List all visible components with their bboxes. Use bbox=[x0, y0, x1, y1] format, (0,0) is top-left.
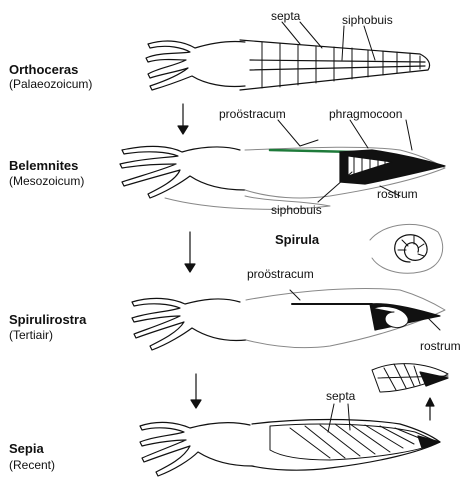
stage-name-orthoceras: Orthoceras bbox=[9, 62, 78, 77]
spirula-shell bbox=[395, 235, 427, 262]
orthoceras-septa bbox=[262, 42, 420, 88]
label-spirula: Spirula bbox=[275, 233, 319, 246]
sepia-tentacles bbox=[140, 422, 252, 476]
sepia-cuttlebone bbox=[270, 424, 438, 460]
label-septa-sepia: septa bbox=[326, 390, 355, 403]
sepia-septa bbox=[290, 424, 424, 458]
label-rostrum-belemnites: rostrum bbox=[377, 188, 418, 201]
orthoceras-shell bbox=[240, 40, 430, 90]
label-proostracum-1: proöstracum bbox=[219, 108, 286, 121]
stage-name-sepia: Sepia bbox=[9, 441, 44, 456]
belemnites-tentacles bbox=[120, 146, 245, 198]
stage-name-spirulirostra: Spirulirostra bbox=[9, 312, 86, 327]
spirulirostra-tentacles bbox=[132, 298, 246, 350]
spirulirostra-drawing bbox=[132, 288, 445, 350]
orthoceras-tentacles bbox=[146, 41, 245, 90]
stage-era-spirulirostra: (Tertiair) bbox=[9, 328, 53, 342]
stage-era-sepia: (Recent) bbox=[9, 458, 55, 472]
stage-era-orthoceras: (Palaeozoicum) bbox=[9, 77, 92, 91]
label-siphobuis-top: siphobuis bbox=[342, 14, 393, 27]
orthoceras-siphuncle bbox=[250, 60, 425, 70]
sepia-drawing bbox=[140, 420, 440, 477]
stage-era-belemnites: (Mesozoicum) bbox=[9, 174, 84, 188]
arrow-down-3 bbox=[191, 374, 201, 408]
arrow-down-1 bbox=[178, 104, 188, 134]
spirula-drawing bbox=[370, 224, 443, 273]
arrow-down-2 bbox=[185, 232, 195, 272]
label-proostracum-2: proöstracum bbox=[247, 268, 314, 281]
sepia-rostrum-inset bbox=[372, 364, 448, 392]
label-septa-top: septa bbox=[271, 10, 300, 23]
label-rostrum-spirulirostra: rostrum bbox=[420, 340, 461, 353]
stage-name-belemnites: Belemnites bbox=[9, 158, 78, 173]
orthoceras-drawing bbox=[146, 40, 430, 90]
arrow-up-small bbox=[426, 398, 434, 420]
label-phragmocoon: phragmocoon bbox=[329, 108, 402, 121]
label-siphobuis-belemnites: siphobuis bbox=[271, 204, 322, 217]
spirula-body bbox=[370, 224, 443, 273]
